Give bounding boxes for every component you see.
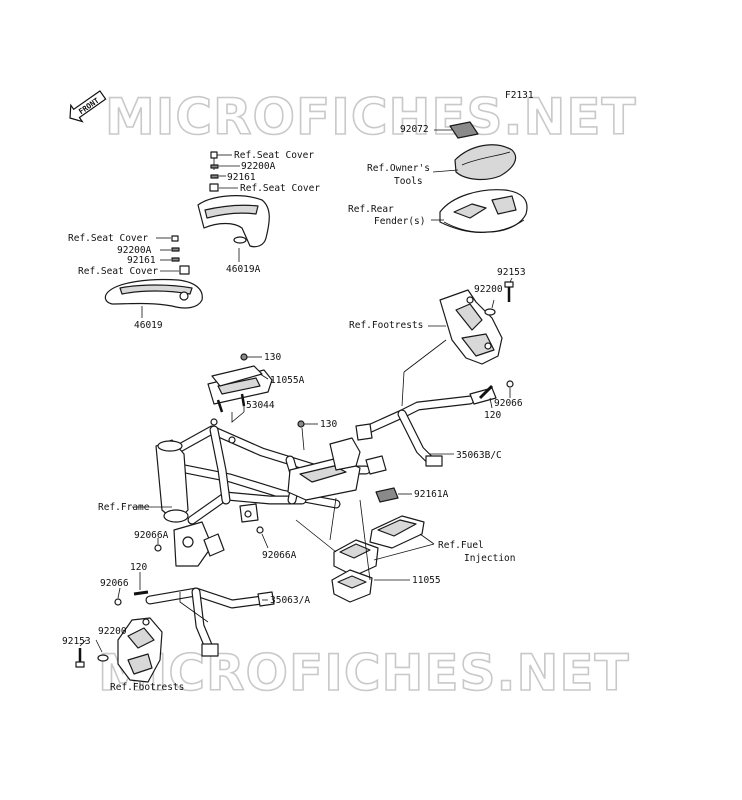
front-arrow-icon: FRONT (69, 90, 107, 123)
callout-35063BC: 35063B/C (456, 450, 502, 461)
nut-130-a (240, 353, 248, 361)
callout-35063A: 35063/A (270, 595, 310, 606)
washer-92200-left (97, 654, 109, 662)
bolt-stack-upper (209, 151, 219, 192)
bolt-92153-right (504, 281, 514, 302)
callout-120-right: 120 (484, 410, 501, 421)
right-footrest-bracket (439, 289, 503, 365)
callout-92200-left: 92200 (98, 626, 127, 637)
callout-ref-seat-cover-d: Ref.Seat Cover (78, 266, 158, 277)
callout-130-a: 130 (264, 352, 281, 363)
washer-92200-right (484, 308, 496, 316)
rear-fender (439, 189, 528, 233)
callout-ref-seat-cover-b: Ref.Seat Cover (240, 183, 320, 194)
callout-92066A-middle: 92066A (262, 550, 297, 561)
nut-130-b (297, 420, 305, 428)
nut-92066-left (114, 598, 122, 606)
callout-46019: 46019 (134, 320, 163, 331)
watermark-bottom: MICROFICHES.NET (98, 644, 630, 702)
callout-ref-fuel-1: Ref.Fuel (438, 540, 484, 551)
callout-ref-frame: Ref.Frame (98, 502, 150, 513)
callout-92161-b: 92161 (127, 255, 156, 266)
callout-ref-rear-fender-1: Ref.Rear (348, 204, 394, 215)
callout-11055A: 11055A (270, 375, 305, 386)
callout-92066-left: 92066 (100, 578, 129, 589)
bolt-stack-left (171, 235, 190, 275)
callout-ref-seat-cover-a: Ref.Seat Cover (234, 150, 314, 161)
bolt-120-right (478, 384, 494, 400)
callout-ref-rear-fender-2: Fender(s) (374, 216, 425, 227)
owners-tools-bag (454, 144, 517, 181)
grab-rail-46019A (197, 195, 270, 248)
bracket-35063A (145, 587, 275, 657)
callout-92200-right: 92200 (474, 284, 503, 295)
callout-ref-footrests-left: Ref.Footrests (110, 682, 184, 693)
callout-92200A-a: 92200A (241, 161, 276, 172)
callout-92153-right: 92153 (497, 267, 526, 278)
callout-92066A-left: 92066A (134, 530, 169, 541)
callout-ref-footrests-right: Ref.Footrests (349, 320, 423, 331)
callout-92200A-b: 92200A (117, 245, 152, 256)
bracket-11055A (211, 365, 263, 387)
watermark-top: MICROFICHES.NET (105, 88, 637, 146)
bolt-92153-left (75, 648, 85, 668)
left-footrest-bracket (117, 617, 163, 683)
callout-11055: 11055 (412, 575, 441, 586)
callout-92153-left: 92153 (62, 636, 91, 647)
callout-92161A: 92161A (414, 489, 449, 500)
bracket-35063BC (355, 387, 497, 467)
callout-92161-a: 92161 (227, 172, 256, 183)
callout-46019A: 46019A (226, 264, 261, 275)
bolt-120-left (133, 590, 149, 596)
callout-92072: 92072 (400, 124, 429, 135)
figure-code: F2131 (505, 90, 534, 101)
callout-120-left: 120 (130, 562, 147, 573)
nut-92066A-left (154, 544, 162, 552)
nut-92066A-middle (256, 526, 264, 534)
fuel-injection-ecu (369, 515, 425, 549)
callout-ref-owners-tools-1: Ref.Owner's (367, 163, 430, 174)
nut-92066-right (506, 380, 514, 388)
callout-92066-right: 92066 (494, 398, 523, 409)
damper-92161A (375, 487, 399, 503)
tool-strap-92072 (449, 121, 479, 139)
grab-rail-46019 (104, 278, 203, 309)
ecu-holder-11055 (331, 539, 379, 603)
callout-ref-seat-cover-c: Ref.Seat Cover (68, 233, 148, 244)
callout-ref-owners-tools-2: Tools (394, 176, 423, 187)
callout-ref-fuel-2: Injection (464, 553, 515, 564)
callout-53044: 53044 (246, 400, 275, 411)
callout-130-b: 130 (320, 419, 337, 430)
